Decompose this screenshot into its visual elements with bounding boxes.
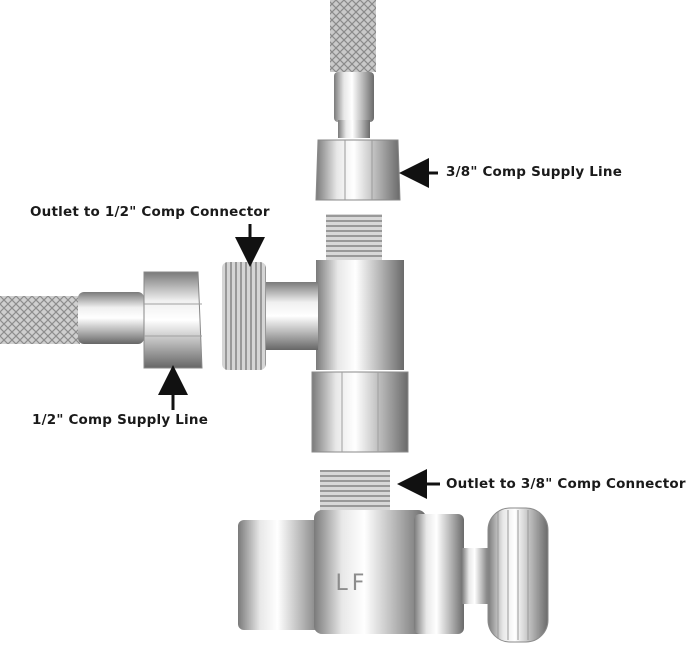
- tee-bottom-hex: [311, 371, 409, 453]
- braided-hose-left: [0, 296, 80, 344]
- hose-neck-top: [338, 120, 370, 138]
- label-half-supply-line: 1/2" Comp Supply Line: [32, 412, 209, 428]
- hose-ferrule-top: [334, 72, 374, 122]
- tee-fitting: [222, 214, 409, 453]
- hose-ferrule-left: [78, 292, 144, 344]
- valve-marking: LF: [336, 571, 369, 596]
- arrows: [158, 158, 440, 499]
- label-outlet-threeeighths-connector: Outlet to 3/8" Comp Connector: [446, 476, 686, 492]
- hex-nut-top: [315, 139, 401, 201]
- valve-packing-nut: [414, 514, 464, 634]
- angle-stop-valve: LF: [238, 470, 549, 643]
- label-top-supply-line: 3/8" Comp Supply Line: [446, 164, 623, 180]
- tee-side-branch: [262, 282, 318, 350]
- tee-side-threads: [222, 262, 266, 370]
- left-supply-line: [0, 271, 203, 369]
- tee-top-threads: [326, 214, 382, 262]
- valve-stem: [462, 548, 490, 604]
- top-supply-line: [315, 0, 401, 201]
- label-outlet-half-connector: Outlet to 1/2" Comp Connector: [30, 204, 270, 220]
- valve-main-body: [314, 510, 426, 634]
- hex-nut-left: [143, 271, 203, 369]
- tee-body: [316, 260, 404, 370]
- valve-inlet-body: [238, 520, 326, 630]
- braided-hose-top: [330, 0, 376, 72]
